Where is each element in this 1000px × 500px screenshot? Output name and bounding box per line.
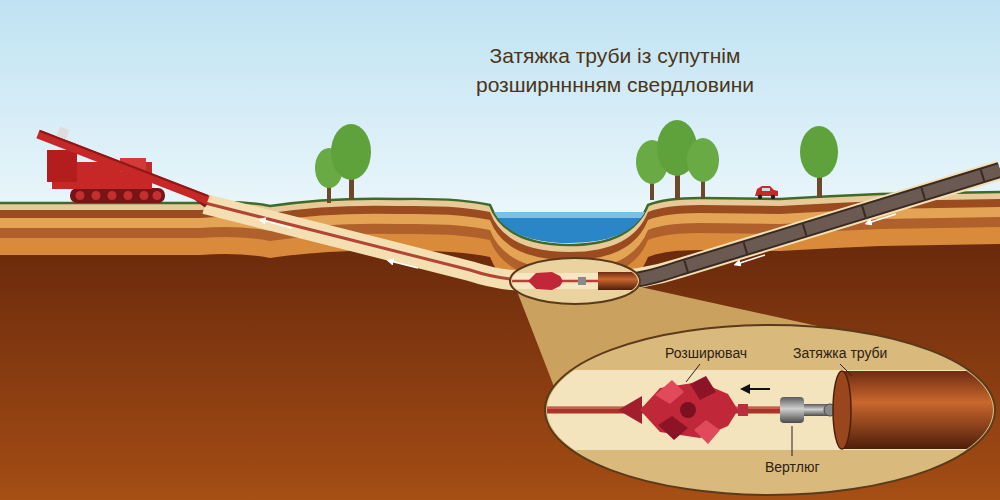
pipe-outline xyxy=(625,170,1000,281)
reamer-cutter xyxy=(655,380,684,404)
tree-crown xyxy=(687,138,719,182)
rig-wheel xyxy=(76,191,85,200)
car-wheel xyxy=(758,195,762,199)
pipe-cap xyxy=(833,371,851,449)
rig-head xyxy=(57,127,70,140)
detail-content xyxy=(540,370,1000,450)
rig-wheel xyxy=(153,191,162,200)
car-window xyxy=(762,188,770,191)
tree-crown xyxy=(331,124,371,180)
rig-track xyxy=(70,188,165,203)
rig-wheel xyxy=(108,191,117,200)
reamer-collar xyxy=(738,404,748,416)
flow-arrow xyxy=(390,261,418,268)
reamer xyxy=(640,382,738,438)
borehole xyxy=(540,370,1000,450)
tree xyxy=(315,120,838,203)
pipe xyxy=(625,170,1000,281)
leader-line xyxy=(840,364,852,376)
flow-arrow xyxy=(262,220,292,228)
reamer-nose xyxy=(618,396,642,424)
diagram-title: Затяжка труби із супутнім розширнннням с… xyxy=(430,41,800,100)
flow-arrow xyxy=(737,255,765,264)
car-body xyxy=(755,186,778,196)
direction-arrow-head xyxy=(740,384,750,394)
drill-rig xyxy=(38,127,208,206)
lake xyxy=(494,212,645,243)
reamer xyxy=(528,272,563,290)
reamer-cutter xyxy=(658,416,688,440)
part-label: Розширювач xyxy=(665,345,747,361)
rig-boom-rail xyxy=(40,131,208,196)
part-label: Вертлюг xyxy=(765,459,819,475)
car xyxy=(755,186,778,199)
rig-wheel xyxy=(140,191,149,200)
swivel xyxy=(780,397,804,423)
rig-wheel xyxy=(124,191,133,200)
swivel xyxy=(578,277,586,285)
drill-rod xyxy=(205,203,560,280)
lake-surface xyxy=(494,212,645,218)
zoom-small-content xyxy=(505,272,648,290)
pipe-joint xyxy=(625,170,1000,281)
flow-arrow xyxy=(868,214,896,223)
car-wheel xyxy=(771,195,775,199)
pipe-end xyxy=(598,272,648,290)
reamer-cutter xyxy=(694,420,720,444)
reamer-hub xyxy=(680,402,696,418)
part-label: Затяжка труби xyxy=(793,345,887,361)
leader-line xyxy=(686,364,700,382)
rig-boom xyxy=(38,134,208,200)
leader-line xyxy=(792,426,793,456)
rig-wheel xyxy=(92,191,101,200)
rig-engine xyxy=(47,150,77,182)
pipe xyxy=(840,371,1000,449)
reamer-cutter xyxy=(690,376,716,400)
tree-crown xyxy=(800,126,838,178)
